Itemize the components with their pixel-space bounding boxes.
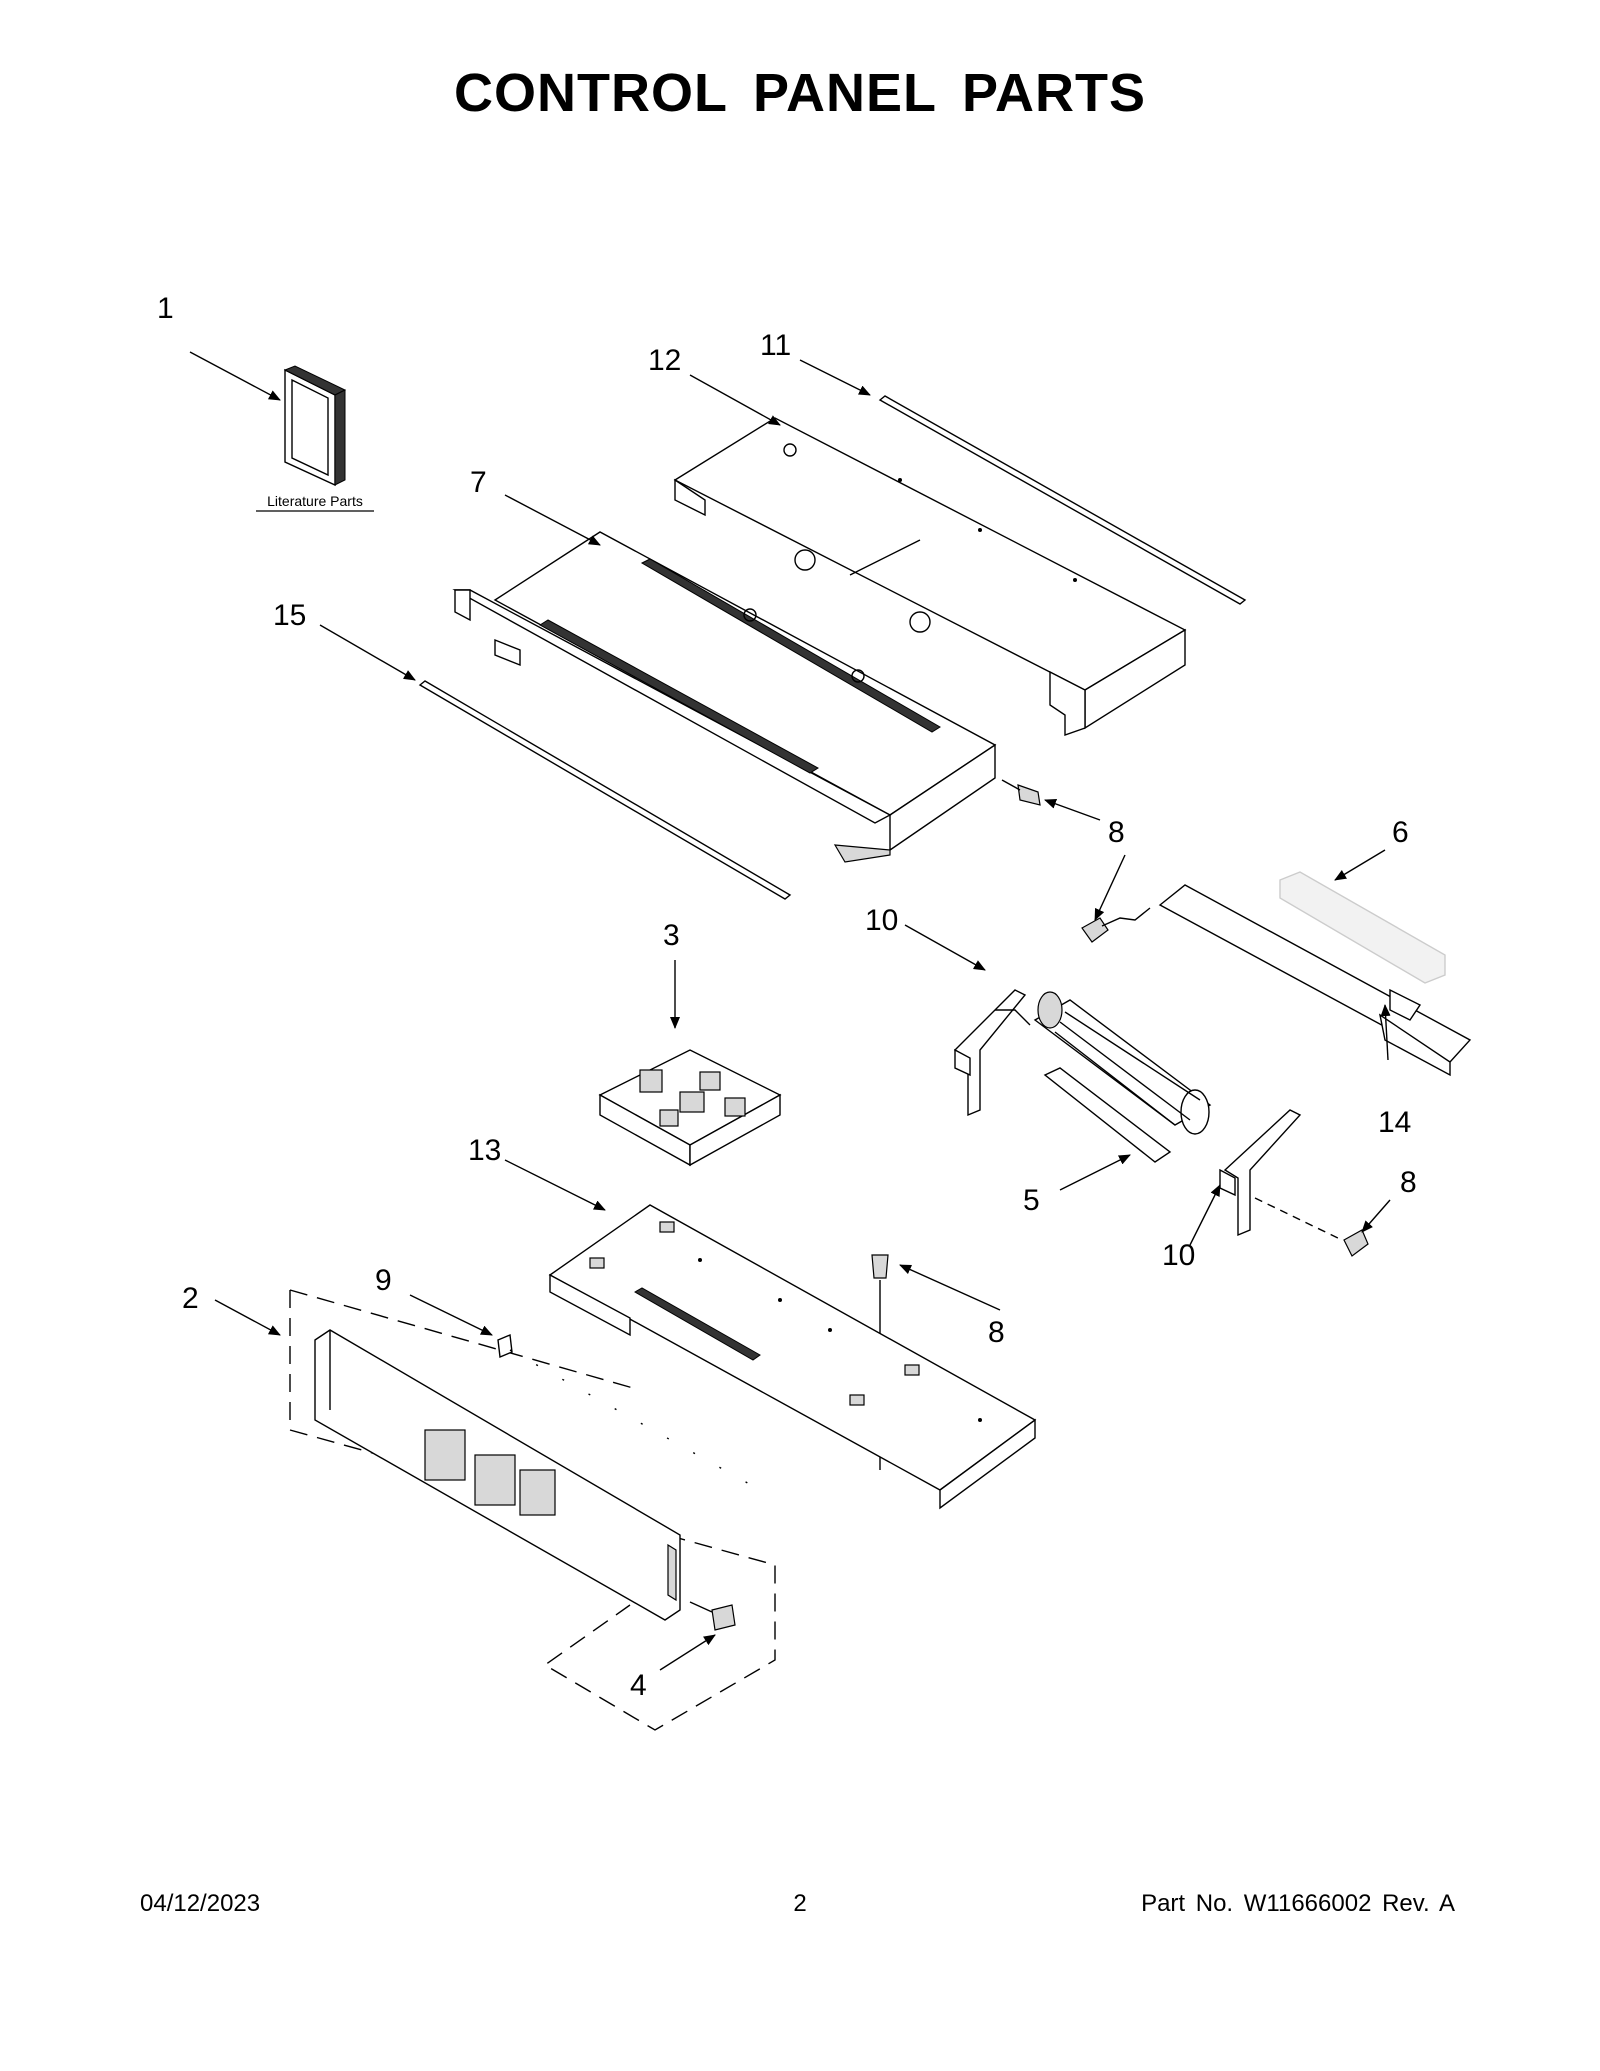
callout-5: 5 [1023, 1184, 1040, 1217]
callout-8-a: 8 [1108, 816, 1125, 849]
page-title: CONTROL PANEL PARTS [453, 63, 1147, 123]
footer-page-number: 2 [793, 1890, 807, 1917]
callout-13: 13 [468, 1134, 501, 1167]
footer-part-number: Part No. W11666002 Rev. A [1141, 1890, 1455, 1917]
part-8-screw-c [1254, 1197, 1369, 1257]
part-9-clip [497, 1333, 761, 1491]
literature-booklet [283, 365, 347, 487]
part-13-bottom-plate [548, 1204, 1037, 1510]
part-3-control-board [598, 1049, 782, 1167]
part-4-screw [689, 1601, 736, 1631]
literature-parts-label: Literature Parts [267, 493, 363, 509]
callout-3: 3 [663, 919, 680, 952]
part-7-housing [452, 531, 997, 863]
callout-9: 9 [375, 1264, 392, 1297]
callout-14: 14 [1378, 1106, 1411, 1139]
part-15-gasket-strip [418, 680, 792, 900]
callout-6: 6 [1392, 816, 1409, 849]
part-8-screw-a [1001, 779, 1041, 806]
callout-12: 12 [648, 344, 681, 377]
callout-1: 1 [157, 292, 174, 325]
part-12-panel-cover [673, 417, 1187, 736]
leader-lines [189, 351, 1391, 1671]
callout-8-b: 8 [1400, 1166, 1417, 1199]
part-6-insulation [1279, 871, 1446, 984]
callout-11: 11 [760, 329, 791, 362]
callout-8-c: 8 [988, 1316, 1005, 1349]
part-10-bracket-upper [953, 989, 1027, 1117]
part-14-bracket [1158, 884, 1472, 1077]
callout-10-a: 10 [865, 904, 898, 937]
part-11-gasket-strip [878, 395, 1247, 605]
footer-date: 04/12/2023 [140, 1890, 261, 1917]
part-10-bracket-lower [1219, 1109, 1302, 1237]
callout-10-b: 10 [1162, 1239, 1195, 1272]
callout-2: 2 [182, 1282, 199, 1315]
part-8-screw-b [1081, 907, 1151, 943]
callout-15: 15 [273, 599, 306, 632]
callout-7: 7 [470, 466, 487, 499]
part-2-fascia [314, 1329, 681, 1621]
part-2-dashed-assembly [289, 1289, 776, 1731]
callout-4: 4 [630, 1669, 647, 1702]
part-5-blower [995, 991, 1212, 1163]
